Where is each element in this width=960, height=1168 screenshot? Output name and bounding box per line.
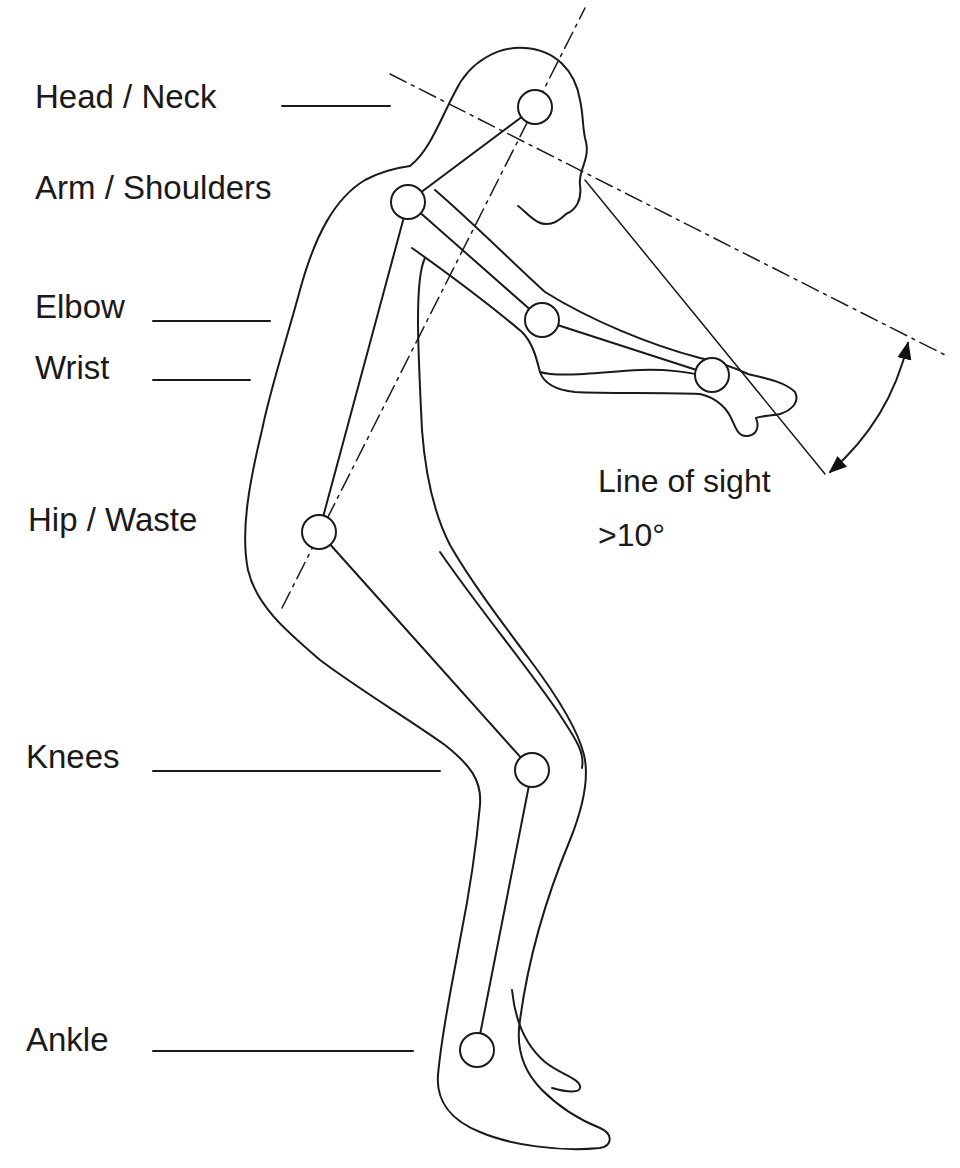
joint-marker (525, 303, 559, 337)
body-part-label: Elbow (35, 287, 125, 327)
skeleton-link (319, 202, 408, 532)
horizontal-reference (390, 74, 945, 355)
joint-marker (518, 90, 552, 124)
skeleton-link (542, 320, 712, 375)
skeleton-link (477, 770, 532, 1050)
arm-outline (435, 190, 797, 436)
leader-line (153, 770, 440, 772)
head-outline (410, 48, 587, 224)
skeleton-link (319, 532, 532, 770)
leader-line (153, 1050, 413, 1052)
leader-line (153, 379, 250, 381)
skeleton-link (408, 202, 542, 320)
line-of-sight (585, 180, 825, 474)
far-leg-outline (440, 552, 583, 768)
arm-underside (412, 248, 540, 372)
body-part-label: Arm / Shoulders (35, 168, 272, 208)
joint-marker (695, 358, 729, 392)
leader-line (153, 320, 270, 322)
joint-marker (460, 1033, 494, 1067)
joint-marker (515, 753, 549, 787)
body-axis (282, 8, 585, 608)
forearm-line (540, 370, 702, 376)
body-part-label: Hip / Waste (28, 500, 197, 540)
angle-arc (830, 343, 908, 472)
far-foot-outline (512, 990, 580, 1092)
angle-label: Line of sight >10° (598, 454, 828, 562)
body-part-label: Head / Neck (35, 77, 217, 117)
joint-marker (391, 185, 425, 219)
body-part-label: Ankle (26, 1020, 109, 1060)
body-outline (245, 166, 610, 1149)
body-part-label: Wrist (35, 348, 110, 388)
body-part-label: Knees (26, 737, 120, 777)
skeleton-link (408, 107, 535, 202)
leader-line (282, 105, 390, 107)
joint-marker (302, 515, 336, 549)
